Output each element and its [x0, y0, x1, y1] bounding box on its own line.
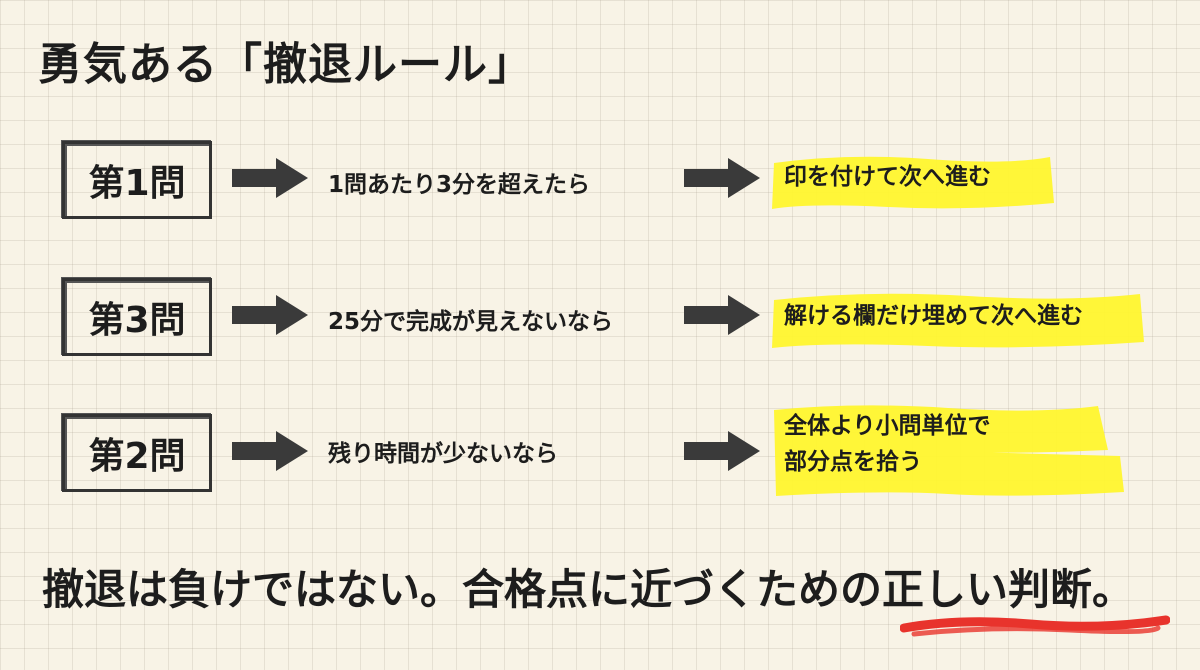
action-line: 解ける欄だけ埋めて次へ進む	[784, 303, 1083, 329]
action-text: 印を付けて次へ進む	[784, 159, 991, 195]
footer-message: 撤退は負けではない。合格点に近づくための正しい判断。	[42, 565, 1135, 614]
arrow-icon	[684, 431, 760, 471]
page-title: 勇気ある「撤退ルール」	[38, 39, 533, 90]
condition-text: 1問あたり3分を超えたら	[328, 172, 591, 198]
condition-text: 残り時間が少ないなら	[328, 441, 558, 467]
rule-row: 第1問 1問あたり3分を超えたら 印を付けて次へ進む	[0, 135, 1200, 235]
highlight-marker	[774, 405, 1124, 496]
arrow-icon	[232, 158, 308, 198]
red-underline-marker	[900, 615, 1170, 637]
action-text: 全体より小問単位で 部分点を拾う	[784, 408, 991, 480]
rule-row: 第2問 残り時間が少ないなら 全体より小問単位で 部分点を拾う	[0, 405, 1200, 508]
arrow-icon	[232, 431, 308, 471]
action-line: 印を付けて次へ進む	[784, 164, 991, 190]
arrow-icon	[684, 158, 760, 198]
arrow-icon	[232, 295, 308, 335]
question-box: 第2問	[62, 414, 212, 492]
question-box: 第3問	[62, 278, 212, 356]
question-box: 第1問	[62, 141, 212, 219]
arrow-icon	[684, 295, 760, 335]
action-text: 解ける欄だけ埋めて次へ進む	[784, 298, 1083, 334]
condition-text: 25分で完成が見えないなら	[328, 309, 614, 335]
highlight-marker	[772, 293, 1144, 348]
rule-row: 第3問 25分で完成が見えないなら 解ける欄だけ埋めて次へ進む	[0, 272, 1200, 372]
highlight-marker	[772, 156, 1054, 209]
action-line: 部分点を拾う	[784, 449, 922, 475]
action-line: 全体より小問単位で	[784, 413, 991, 439]
